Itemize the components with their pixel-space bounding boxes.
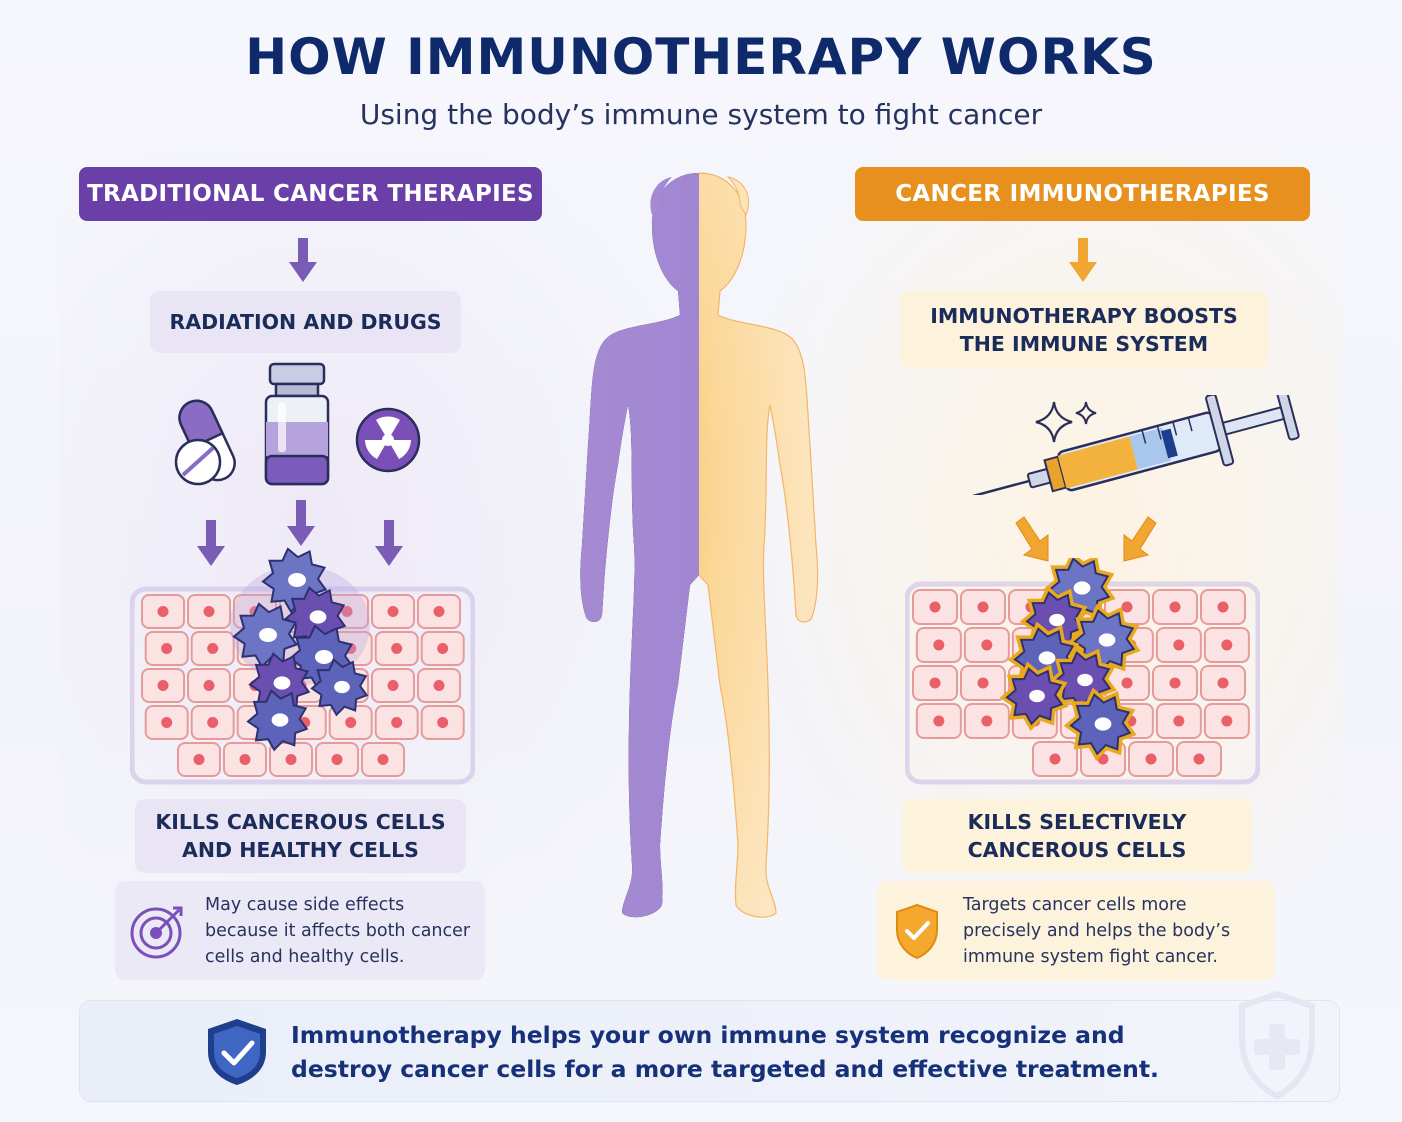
healthy-cell bbox=[1152, 589, 1198, 625]
tissue-cells-illustration bbox=[905, 558, 1260, 785]
healthy-cell bbox=[1155, 627, 1202, 663]
healthy-cell bbox=[315, 742, 359, 777]
down-arrow-icon bbox=[1069, 238, 1097, 282]
immunotherapies-banner: CANCER IMMUNOTHERAPIES bbox=[855, 167, 1310, 221]
healthy-cell bbox=[1152, 665, 1198, 701]
targeted-therapy-note: Targets cancer cells more precisely and … bbox=[877, 881, 1275, 980]
healthy-cell bbox=[417, 594, 461, 629]
healthy-cell bbox=[1032, 741, 1078, 777]
healthy-cell bbox=[177, 742, 221, 777]
healthy-cell bbox=[912, 665, 958, 701]
healthy-cell bbox=[141, 594, 185, 629]
cancer-cell bbox=[232, 602, 299, 669]
healthy-cell bbox=[374, 705, 419, 740]
healthy-cell bbox=[223, 742, 267, 777]
capsule-icon bbox=[174, 399, 236, 486]
healthy-cell bbox=[960, 589, 1006, 625]
healthy-cell bbox=[1203, 627, 1250, 663]
kills-all-cells-label: KILLS CANCEROUS CELLS AND HEALTHY CELLS bbox=[135, 799, 466, 873]
cancer-cell bbox=[310, 658, 369, 717]
healthy-cell bbox=[960, 665, 1006, 701]
healthy-cell bbox=[915, 703, 962, 739]
medicine-vial-icon bbox=[264, 362, 330, 486]
sparkle-icon bbox=[1035, 401, 1097, 443]
down-arrow-icon bbox=[197, 520, 225, 566]
footer-summary-box bbox=[79, 1000, 1340, 1102]
healthy-cell bbox=[144, 631, 189, 666]
healthy-cell bbox=[269, 742, 313, 777]
down-left-arrow-icon bbox=[1123, 516, 1157, 562]
healthy-cell bbox=[144, 705, 189, 740]
healthy-cell bbox=[374, 631, 419, 666]
healthy-cell bbox=[963, 703, 1010, 739]
target-icon bbox=[130, 906, 183, 958]
healthy-cell bbox=[1176, 741, 1222, 777]
cancer-cell bbox=[248, 652, 311, 715]
human-body-silhouette bbox=[580, 172, 819, 918]
down-arrow-icon bbox=[375, 520, 403, 566]
healthy-cell bbox=[1203, 703, 1250, 739]
healthy-cell bbox=[190, 705, 235, 740]
healthy-cell bbox=[915, 627, 962, 663]
healthy-cell bbox=[420, 705, 465, 740]
shield-check-icon bbox=[896, 903, 938, 959]
healthy-cell bbox=[371, 594, 415, 629]
healthy-cell bbox=[420, 631, 465, 666]
shield-check-icon bbox=[208, 1019, 266, 1085]
cancer-cell bbox=[246, 689, 309, 752]
immune-boost-label: IMMUNOTHERAPY BOOSTS THE IMMUNE SYSTEM bbox=[900, 291, 1268, 368]
page-title: HOW IMMUNOTHERAPY WORKS bbox=[245, 28, 1157, 86]
healthy-cell bbox=[417, 668, 461, 703]
healthy-cell bbox=[1155, 703, 1202, 739]
healthy-cell bbox=[1128, 741, 1174, 777]
healthy-cell bbox=[1200, 589, 1246, 625]
healthy-cell bbox=[361, 742, 405, 777]
down-arrow-icon bbox=[287, 500, 315, 546]
healthy-cell bbox=[190, 631, 235, 666]
radiation-icon bbox=[355, 407, 421, 473]
medical-shield-watermark-icon bbox=[1239, 990, 1315, 1100]
footer-summary-text: Immunotherapy helps your own immune syst… bbox=[291, 1021, 1159, 1083]
traditional-therapies-banner: TRADITIONAL CANCER THERAPIES bbox=[79, 167, 542, 221]
down-arrow-icon bbox=[289, 238, 317, 282]
healthy-cell bbox=[371, 668, 415, 703]
side-effects-note: May cause side effects because it affect… bbox=[115, 881, 485, 980]
tissue-cells-illustration bbox=[130, 547, 475, 785]
radiation-and-drugs-label: RADIATION AND DRUGS bbox=[150, 291, 461, 353]
healthy-cell bbox=[912, 589, 958, 625]
targeted-therapy-text: Targets cancer cells more precisely and … bbox=[963, 894, 1231, 967]
cancer-cell bbox=[1063, 687, 1137, 761]
healthy-cell bbox=[963, 627, 1010, 663]
healthy-cell bbox=[141, 668, 185, 703]
syringe-icon bbox=[940, 395, 1300, 495]
side-effects-text: May cause side effects because it affect… bbox=[205, 894, 471, 967]
healthy-cell bbox=[1200, 665, 1246, 701]
cancer-cell bbox=[999, 661, 1069, 731]
down-right-arrow-icon bbox=[1015, 516, 1049, 562]
page-subtitle: Using the body’s immune system to fight … bbox=[359, 98, 1043, 131]
kills-selectively-label: KILLS SELECTIVELY CANCEROUS CELLS bbox=[902, 799, 1252, 873]
healthy-cell bbox=[187, 668, 231, 703]
healthy-cell bbox=[187, 594, 231, 629]
